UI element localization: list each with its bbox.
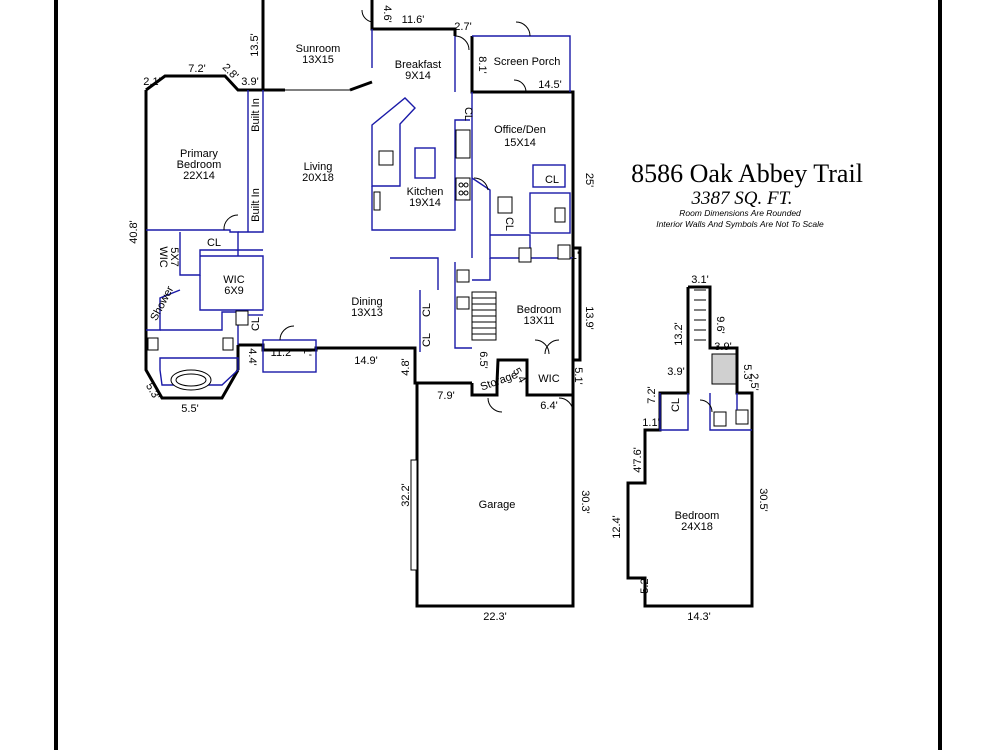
frame-right-border [938, 0, 942, 750]
dim-14-9: 14.9' [354, 355, 378, 367]
room-primary-bedroom-size: 22X14 [183, 170, 215, 182]
main-floor [144, 0, 582, 608]
dim-u-5-2: 5.2' [639, 576, 651, 593]
cl-label-dining-1: CL [421, 303, 433, 317]
dim-13-9: 13.9' [583, 306, 595, 330]
dim-7-2: 7.2' [188, 63, 205, 75]
address-title: 8586 Oak Abbey Trail [631, 159, 863, 188]
dim-u-9-6: 9.6' [714, 316, 726, 333]
room-screen-porch-name: Screen Porch [494, 56, 561, 68]
room-bedroom-main-size: 13X11 [524, 315, 555, 327]
dim-5-1: 5.1' [572, 367, 584, 384]
cl-label-dining-2: CL [421, 333, 433, 347]
room-office-name: Office/Den [494, 124, 546, 136]
dim-8-1: 8.1' [476, 56, 488, 73]
dim-2-7: 2.7' [454, 21, 471, 33]
note-dimensions-rounded: Room Dimensions Are Rounded [679, 208, 801, 218]
room-breakfast-size: 9X14 [405, 70, 431, 82]
dim-u-4-7-6: 4'7.6' [632, 447, 644, 473]
dim-30-3: 30.3' [579, 490, 591, 514]
dim-6-5: 6.5' [477, 351, 489, 368]
room-dining-size: 13X13 [351, 307, 383, 319]
dim-5-5: 5.5' [181, 403, 198, 415]
dim-4-4: 4.4' [246, 348, 258, 365]
cl-label-primary-bath: CL [250, 317, 262, 331]
dim-u-5-3: 5.3' [741, 364, 753, 381]
built-in-label-lower: Built In [250, 188, 262, 222]
room-living-name: Living [304, 161, 333, 173]
cl-label-primary: CL [207, 237, 221, 249]
dim-25: 25' [583, 173, 595, 187]
dim-11-6: 11.6' [402, 14, 425, 26]
dim-14-5: 14.5' [538, 79, 562, 91]
room-sunroom-size: 13X15 [302, 54, 334, 66]
room-wic-primary-name: WIC [223, 274, 244, 286]
dim-11-2: 11.2' [271, 347, 294, 359]
room-office-size: 15X14 [504, 137, 536, 149]
room-shower-name: Shower [148, 284, 176, 323]
cl-label-upper: CL [670, 398, 682, 412]
dim-4-6: 4.6' [381, 5, 393, 22]
dimension-labels: 4.6' 11.6' 2.7' 13.5' 8.1' 14.5' 2.1' 7.… [128, 5, 769, 623]
dim-7-9: 7.9' [437, 390, 454, 402]
dim-u-1-1: 1.1' [642, 417, 659, 429]
room-wic-primary-size: 6X9 [224, 285, 244, 297]
dim-4-8: 4.8' [400, 358, 412, 375]
room-sunroom-name: Sunroom [296, 43, 341, 55]
room-primary-bedroom-name2: Bedroom [177, 159, 222, 171]
room-dining-name: Dining [351, 296, 382, 308]
square-footage: 3387 SQ. FT. [691, 188, 793, 209]
dim-u-3-9b: 3.9' [667, 366, 684, 378]
dim-2-1: 2.1' [143, 76, 160, 88]
note-not-to-scale: Interior Walls And Symbols Are Not To Sc… [656, 219, 824, 229]
room-bedroom-upper-size: 24X18 [681, 521, 713, 533]
dim-13-5: 13.5' [249, 33, 261, 57]
room-kitchen-name: Kitchen [407, 186, 444, 198]
frame-left-border [54, 0, 58, 750]
cl-label-office-bath: CL [503, 217, 515, 231]
built-in-label-upper: Built In [250, 98, 262, 132]
room-garage-name: Garage [479, 499, 516, 511]
title-block: 8586 Oak Abbey Trail 3387 SQ. FT. Room D… [631, 159, 863, 229]
dim-u-3-9a: 3.9' [714, 341, 731, 353]
dim-u-30-5: 30.5' [757, 488, 769, 512]
room-primary-bedroom-name1: Primary [180, 148, 218, 160]
dim-u-7-2: 7.2' [646, 386, 658, 403]
dim-u-12-4: 12.4' [611, 515, 623, 539]
dim-3-9: 3.9' [241, 76, 258, 88]
closet-labels: CL CL CL CL CL CL CL CL Built In Built I… [207, 98, 682, 412]
dim-40-8: 40.8' [128, 220, 140, 244]
room-wic-small-size: 5X7 [168, 247, 180, 267]
room-wic-small-name: WIC [157, 246, 169, 267]
room-living-size: 20X18 [302, 172, 334, 184]
dim-u-3-1: 3.1' [691, 274, 708, 286]
cl-label-office: CL [545, 174, 559, 186]
room-bedroom-upper-name: Bedroom [675, 510, 720, 522]
dim-u-14-3: 14.3' [687, 611, 711, 623]
dim-u-13-2: 13.2' [673, 322, 685, 346]
room-kitchen-size: 19X14 [409, 197, 441, 209]
dim-1-a: 1' [571, 250, 579, 262]
dim-5-3: 5.3' [143, 381, 162, 402]
dim-22-3: 22.3' [483, 611, 507, 623]
dim-32-2: 32.2' [400, 483, 412, 507]
room-wic-bed-name: WIC [538, 373, 559, 385]
dim-u-2-5: 2.5' [748, 373, 760, 390]
upper-floor [626, 285, 754, 608]
dim-6-4: 6.4' [540, 400, 557, 412]
room-breakfast-name: Breakfast [395, 59, 441, 71]
dim-2-8: 2.8' [220, 61, 241, 82]
dim-1-b: 1' [301, 348, 313, 356]
room-bedroom-main-name: Bedroom [517, 304, 562, 316]
cl-label-breakfast: CL [462, 107, 474, 121]
